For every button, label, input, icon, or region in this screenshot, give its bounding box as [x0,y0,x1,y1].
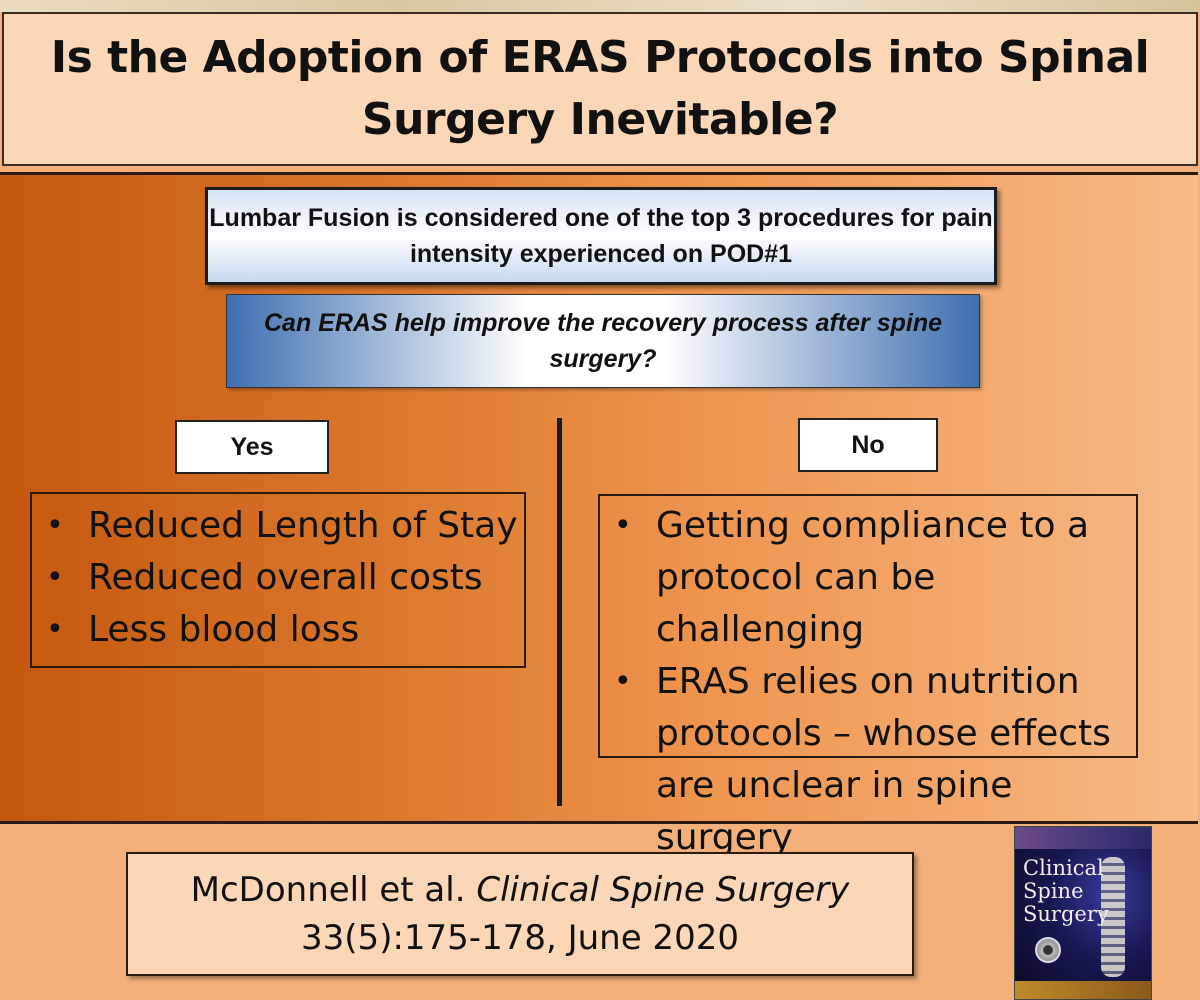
no-list: • Getting compliance to a protocol can be… [598,494,1138,858]
citation-line-1: McDonnell et al. Clinical Spine Surgery [191,866,850,914]
cover-footer-band [1015,981,1151,999]
vertical-divider [557,418,562,806]
citation-details: 33(5):175-178, June 2020 [301,918,739,958]
list-item: • Getting compliance to a protocol can be… [614,500,1136,656]
list-item-text: ERAS relies on nutrition protocols – who… [656,661,1111,858]
page-title: Is the Adoption of ERAS Protocols into S… [50,32,1150,145]
no-label: No [798,418,938,472]
bullet-icon: • [46,560,64,595]
list-item-text: Reduced overall costs [88,557,483,598]
bullet-icon: • [46,612,64,647]
cover-header-band [1015,827,1151,849]
list-item-text: Reduced Length of Stay [88,505,518,546]
yes-label: Yes [175,420,329,474]
bullet-icon: • [614,508,632,543]
list-item: • ERAS relies on nutrition protocols – wh… [614,656,1136,864]
list-item-text: Getting compliance to a protocol can be … [656,505,1090,650]
cover-title-line: Clinical [1023,856,1104,880]
question-box: Can ERAS help improve the recovery proce… [226,294,980,388]
fact-text: Lumbar Fusion is considered one of the t… [209,204,993,268]
title-banner: Is the Adoption of ERAS Protocols into S… [2,12,1198,166]
list-item: • Reduced Length of Stay [46,500,524,552]
cover-title-line: Surgery [1023,902,1109,926]
eye-logo-icon [1035,937,1061,963]
bullet-icon: • [46,508,64,543]
fact-box: Lumbar Fusion is considered one of the t… [205,187,997,285]
journal-cover-image: Clinical Spine Surgery [1014,826,1152,1000]
list-item: • Reduced overall costs [46,552,524,604]
spine-graphic-icon [1101,857,1125,977]
cover-title: Clinical Spine Surgery [1023,857,1143,926]
list-item: • Less blood loss [46,604,524,656]
citation-journal: Clinical Spine Surgery [476,870,850,910]
citation-box: McDonnell et al. Clinical Spine Surgery … [126,852,914,976]
bullet-icon: • [614,664,632,699]
citation-authors: McDonnell et al. [190,870,466,910]
yes-list: • Reduced Length of Stay • Reduced overall… [30,492,526,668]
question-text: Can ERAS help improve the recovery proce… [263,309,942,373]
cover-title-line: Spine [1023,879,1084,903]
list-item-text: Less blood loss [88,609,360,650]
top-decorative-strip [0,0,1200,12]
